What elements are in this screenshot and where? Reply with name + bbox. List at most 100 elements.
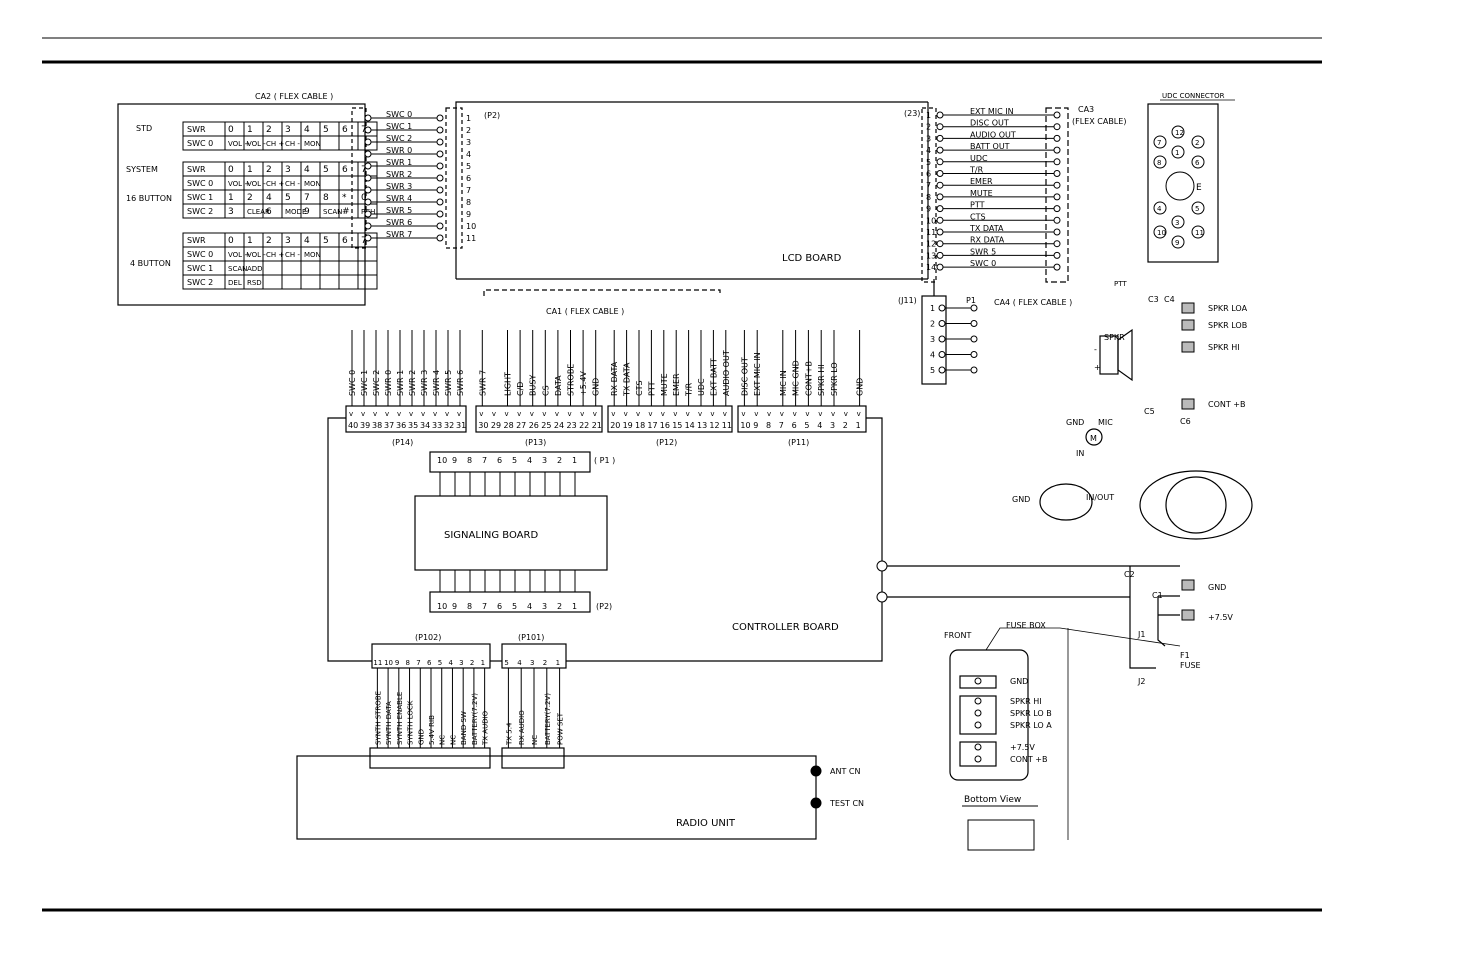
four-button-row-label: SWC 0 (187, 250, 213, 259)
p11-pin-arrow: v (754, 410, 758, 418)
speaker-output-label: SPKR LOA (1208, 304, 1248, 313)
j11-pin (938, 351, 946, 358)
p14-signal: SWR 0 (384, 370, 393, 396)
system-cell: VOL + (228, 180, 250, 188)
spkr-label: SPKR (1104, 333, 1125, 342)
ca3-line-label: PTT (970, 201, 985, 210)
p2-pin (436, 150, 444, 158)
p14-signal: SWR 4 (432, 370, 441, 396)
system-cell: MON (304, 180, 321, 188)
udc-center (1165, 171, 1195, 201)
ca3-pin (1053, 263, 1061, 271)
p13-signal: SWR 7 (478, 370, 487, 396)
p13-pin-arrow: v (542, 410, 546, 418)
ca3-line-label: SWR 5 (970, 247, 996, 256)
ca2-pin (364, 186, 372, 194)
p12-signal: TX DATA (623, 362, 632, 397)
p102-signal: BATTERY(7.2V) (471, 693, 479, 745)
four-button-cell: RSD (247, 279, 262, 287)
mic-gnd-label: GND (1066, 418, 1084, 427)
p11-pin-number: 3 (830, 421, 835, 430)
p13-pin-number: 29 (491, 421, 501, 430)
std-cell: 7 (361, 125, 367, 135)
p14-signal: SWR 1 (396, 370, 405, 396)
j23-pin (936, 251, 944, 259)
system-cell: 4 (266, 193, 272, 203)
p1-pin-number: 3 (542, 456, 547, 465)
p102-pin-number: 11 (373, 659, 382, 667)
p12-pin-number: 15 (672, 421, 682, 430)
p14-pin-number: 38 (372, 421, 382, 430)
power-pin (876, 591, 888, 603)
system-row-label: SWC 0 (187, 179, 213, 188)
p13-pin-number: 27 (516, 421, 526, 430)
p11-pin-number: 9 (753, 421, 758, 430)
system-cell: 8 (323, 193, 329, 203)
spkr-plus: + (1094, 363, 1101, 372)
p13-pin-number: 21 (592, 421, 602, 430)
p2-sig-pin-number: 1 (572, 602, 577, 611)
ca2-line-label: SWR 1 (386, 158, 412, 167)
p2-pin (436, 222, 444, 230)
p2-sig-pin-number: 10 (437, 602, 447, 611)
ca2-pin (364, 162, 372, 170)
power-7v5-label: +7.5V (1208, 613, 1233, 622)
p11-signal: GND (856, 378, 865, 396)
p12-signal: AUDIO OUT (722, 350, 731, 396)
p2-pin (436, 234, 444, 242)
p14-signal: SWC 1 (360, 370, 369, 396)
fuse-box-terminal (974, 697, 982, 705)
p14-pin-arrow: v (397, 410, 401, 418)
p12-pin-arrow: v (686, 410, 690, 418)
fuse-box-label: FUSE BOX (1006, 621, 1046, 630)
std-cell: 3 (285, 125, 291, 135)
jack-inout-label: IN/OUT (1086, 493, 1114, 502)
system-row-label: SWC 1 (187, 193, 213, 202)
p2-sig-pin-number: 8 (467, 602, 472, 611)
j11-pin-number: 5 (930, 366, 935, 375)
ca3-line-label: UDC (970, 154, 988, 163)
p14-pin-arrow: v (457, 410, 461, 418)
system-cell: * (342, 193, 347, 203)
p13-pin-arrow: v (492, 410, 496, 418)
ca3-line-label: CTS (970, 212, 986, 221)
p14-signal: SWC 0 (348, 370, 357, 396)
group-system: SYSTEM (126, 165, 158, 174)
cap-c1: C1 (1152, 591, 1163, 600)
four-button-cell: 3 (285, 236, 291, 246)
p11-signal: DISC OUT (740, 357, 749, 396)
p12-pin-number: 16 (660, 421, 670, 430)
j23-pin (936, 146, 944, 154)
p102-signal: NC (439, 735, 447, 745)
p102-signal: 5.4V RIB (428, 715, 436, 745)
p2-sig-pin-number: 6 (497, 602, 502, 611)
ca2-pin (364, 234, 372, 242)
system-cell: 3 (285, 165, 291, 175)
p14-signal: SWR 6 (456, 370, 465, 396)
p2-pin (436, 210, 444, 218)
fuse-box-row-label: SPKR LO B (1010, 709, 1052, 718)
group-16-button: 16 BUTTON (126, 194, 172, 203)
p102-pin-number: 5 (438, 659, 442, 667)
p13-pin-number: 22 (579, 421, 589, 430)
system-cell: 9 (304, 207, 310, 217)
ca4-pin (970, 366, 978, 374)
p12-pin-number: 18 (635, 421, 645, 430)
j11-pin-number: 1 (930, 304, 935, 313)
p11-pin-arrow: v (793, 410, 797, 418)
p14-pin-arrow: v (445, 410, 449, 418)
controller-board-label: CONTROLLER BOARD (732, 622, 839, 633)
std-cell: 4 (304, 125, 310, 135)
j23-pin-number: 8 (926, 193, 931, 202)
bottom-view-label: Bottom View (964, 795, 1021, 805)
ca2-pin (364, 198, 372, 206)
system-cell: SCAN (323, 208, 342, 216)
cap-c2: C2 (1124, 570, 1135, 579)
p12-pin-arrow: v (648, 410, 652, 418)
terminal (1181, 341, 1195, 353)
system-cell: 7 (304, 193, 310, 203)
p11-pin-number: 7 (779, 421, 784, 430)
p13-label: (P13) (525, 438, 546, 447)
fuse-box-terminal (974, 677, 982, 685)
p11-pin-number: 2 (843, 421, 848, 430)
